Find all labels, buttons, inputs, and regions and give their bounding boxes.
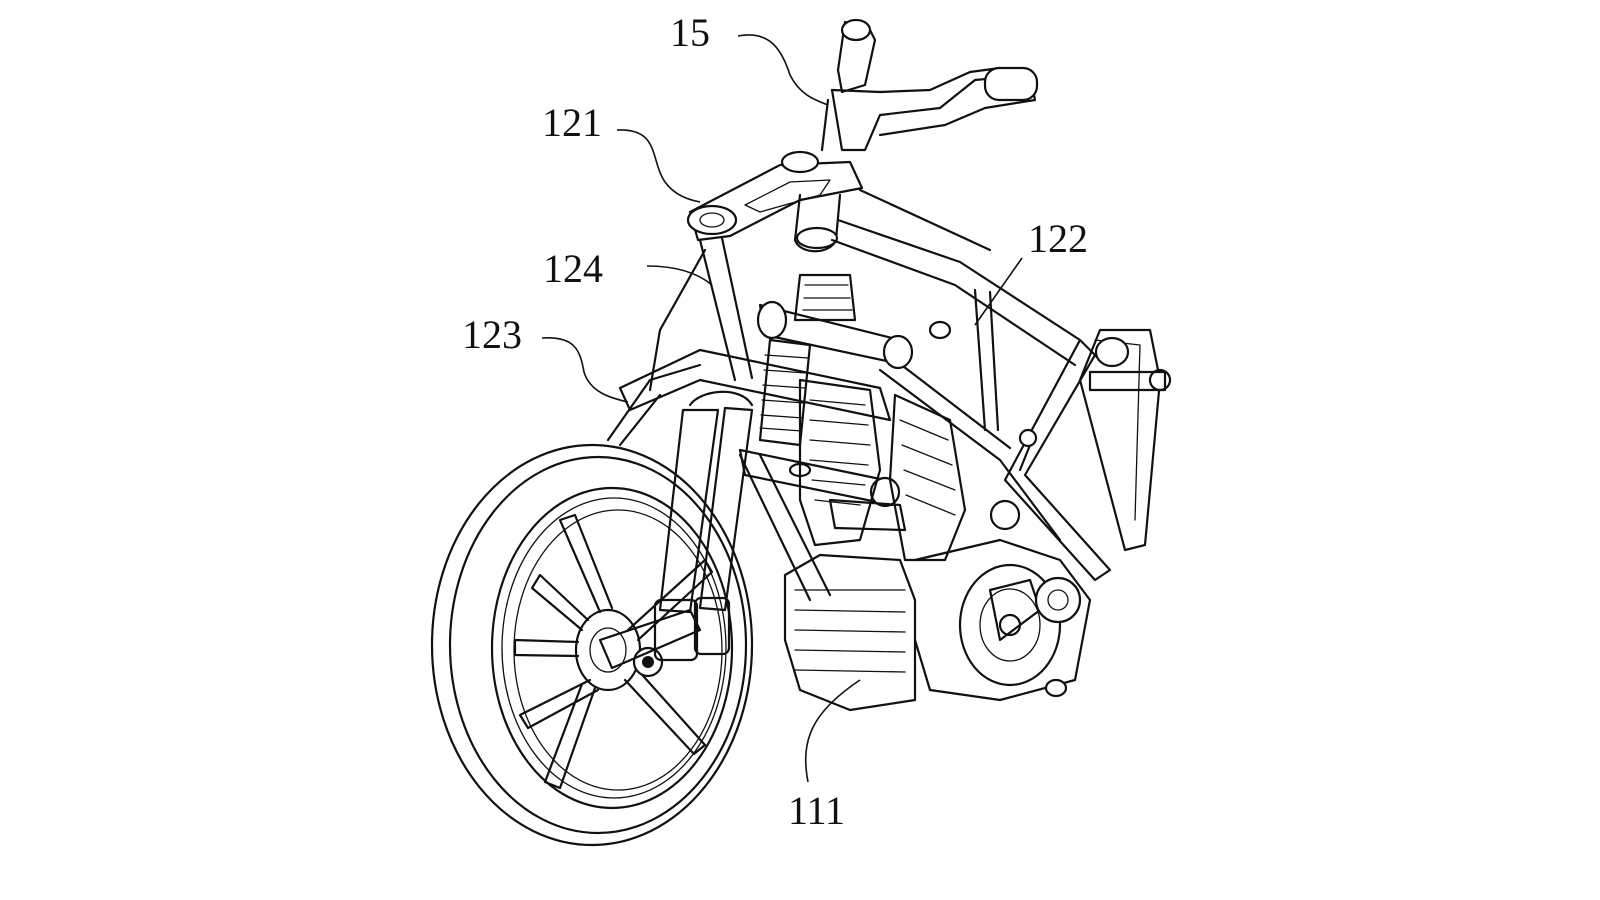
front-fork (653, 390, 754, 662)
main-frame (606, 188, 1172, 602)
engine-block (783, 320, 1092, 712)
callout-123: 123 (462, 312, 629, 403)
label-124: 124 (543, 246, 603, 291)
front-wheel (430, 443, 754, 847)
leader-line-15 (737, 34, 829, 106)
leader-line-122 (974, 257, 1023, 326)
leader-line-123 (541, 337, 629, 403)
leader-line-111 (804, 679, 861, 783)
label-123: 123 (462, 312, 522, 357)
label-121: 121 (542, 100, 602, 145)
label-15: 15 (670, 10, 710, 55)
callout-124: 124 (543, 246, 713, 291)
callout-121: 121 (542, 100, 701, 203)
shock-absorber (758, 273, 857, 447)
label-111: 111 (788, 788, 845, 833)
callout-15: 15 (670, 10, 829, 106)
top-yoke (686, 150, 864, 253)
leader-line-124 (646, 265, 713, 286)
wheel-spokes (513, 513, 714, 790)
callout-122: 122 (974, 216, 1088, 326)
callout-111: 111 (788, 679, 861, 833)
handlebar-assembly (820, 18, 1039, 152)
leader-line-121 (616, 129, 701, 203)
label-122: 122 (1028, 216, 1088, 261)
